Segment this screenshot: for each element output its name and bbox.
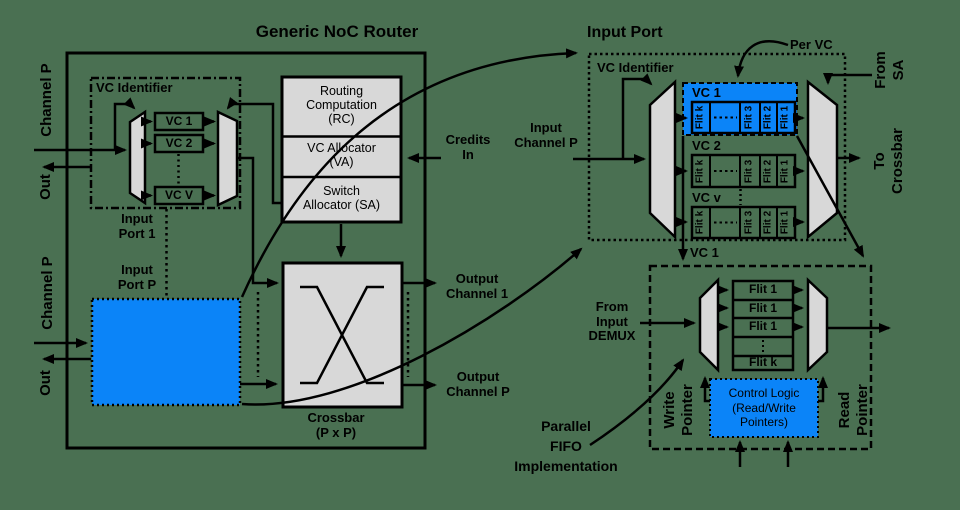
vc-identifier-label: VC Identifier — [96, 80, 173, 95]
credits-in-label: Credits In — [445, 132, 491, 162]
read-pointer-label: Read Pointer — [836, 384, 871, 436]
vc1-row-label: VC 1 — [692, 85, 721, 100]
per-vc-pointer-curve — [734, 40, 789, 78]
input-port-detail-box — [587, 52, 847, 242]
vcv-flit-3-cell: Flit 3 — [743, 210, 755, 235]
vc2-box-label: VC 2 — [165, 136, 193, 150]
vcv-box-label: VC V — [164, 188, 193, 202]
header-tap-arrow-detail — [621, 73, 653, 159]
write-pointer-arrow — [700, 376, 710, 403]
input-channel-p-label: Input Channel P — [514, 120, 578, 150]
input-demux-trapezoid — [128, 109, 147, 206]
vc-identifier-box — [89, 76, 242, 210]
from-input-demux-label: From Input DEMUX — [588, 299, 636, 344]
fifo-flit-row3: Flit 1 — [748, 319, 777, 333]
output-channel-p-label: Output Channel P — [446, 369, 510, 399]
vc2-buffer-box — [153, 133, 205, 154]
vc2-flit-k-cell: Flit k — [694, 159, 706, 183]
to-crossbar-label: To Crossbar — [871, 128, 906, 194]
sa-select-line — [226, 97, 283, 205]
fifo-flit-rowk: Flit k — [748, 355, 777, 369]
header-tap-arrow-top — [113, 97, 136, 150]
vcv-row-label: VC v — [692, 190, 721, 205]
vcv-buffer-box — [153, 185, 205, 206]
vc1-flit-2-cell: Flit 2 — [762, 105, 773, 130]
from-sa-arrow — [823, 73, 872, 85]
per-vc-label: Per VC — [790, 37, 833, 52]
vc1-flit-k-cell: Flit k — [694, 105, 706, 130]
vc1-box-label: VC 1 — [165, 114, 193, 128]
fifo-vc1-label: VC 1 — [690, 245, 719, 260]
vcv-flit-k-cell: Flit k — [694, 210, 706, 235]
fifo-detail-box — [648, 264, 873, 451]
router-title: Generic NoC Router — [255, 22, 419, 41]
va-label: VC Allocator (VA) — [307, 141, 376, 170]
control-logic-box — [709, 378, 819, 438]
out-label-bottom: Out — [37, 370, 54, 396]
read-pointer-arrow — [818, 376, 828, 403]
vc2-flit-3-cell: Flit 3 — [743, 159, 755, 183]
crossbar-x-line2 — [300, 285, 384, 385]
detail-demux-trapezoid — [648, 79, 677, 240]
vc1-flit-1-cell: Flit 1 — [779, 105, 791, 130]
rc-label: Routing Computation (RC) — [306, 84, 377, 127]
vc2-flit-1-cell: Flit 1 — [779, 159, 791, 183]
input-port-1-label: Input Port 1 — [118, 211, 156, 241]
vcv-flit-1-cell: Flit 1 — [779, 210, 791, 235]
input-port-p-box — [90, 297, 242, 407]
sa-label: Switch Allocator (SA) — [302, 184, 381, 213]
crossbar-label: Crossbar (P x P) — [307, 410, 365, 440]
vc-identifier-detail-label: VC Identifier — [597, 60, 674, 75]
vcv-flit-2-cell: Flit 2 — [762, 210, 773, 235]
vc1-flit-3-cell: Flit 3 — [743, 105, 755, 130]
fifo-demux-trapezoid — [698, 276, 720, 374]
input-port-p-label: Input Port P — [117, 262, 157, 292]
detail-mux-trapezoid — [806, 79, 839, 240]
parallel-fifo-pointer-curve — [589, 358, 685, 447]
input-port-title: Input Port — [587, 24, 663, 41]
mux-to-crossbar-line — [237, 156, 279, 288]
fifo-flit-row1: Flit 1 — [748, 282, 777, 296]
vc1-expand-right-line — [795, 135, 865, 258]
input-mux-trapezoid — [216, 110, 239, 207]
vc1-buffer-box — [153, 111, 205, 132]
parallel-fifo-label: Parallel FIFO Implementation — [514, 418, 618, 474]
router-outer-box — [65, 51, 427, 450]
output-channel-1-label: Output Channel 1 — [445, 271, 509, 301]
callout-curve-bottom — [241, 247, 583, 406]
write-pointer-label: Write Pointer — [661, 384, 696, 436]
fifo-flit-row2: Flit 1 — [748, 301, 777, 315]
callout-curve-top — [240, 48, 578, 298]
vc2-flit-2-cell: Flit 2 — [762, 159, 773, 183]
vc2-row-label: VC 2 — [692, 138, 721, 153]
control-logic-label: Control Logic (Read/Write Pointers) — [728, 386, 800, 429]
fifo-mux-trapezoid — [806, 277, 829, 373]
